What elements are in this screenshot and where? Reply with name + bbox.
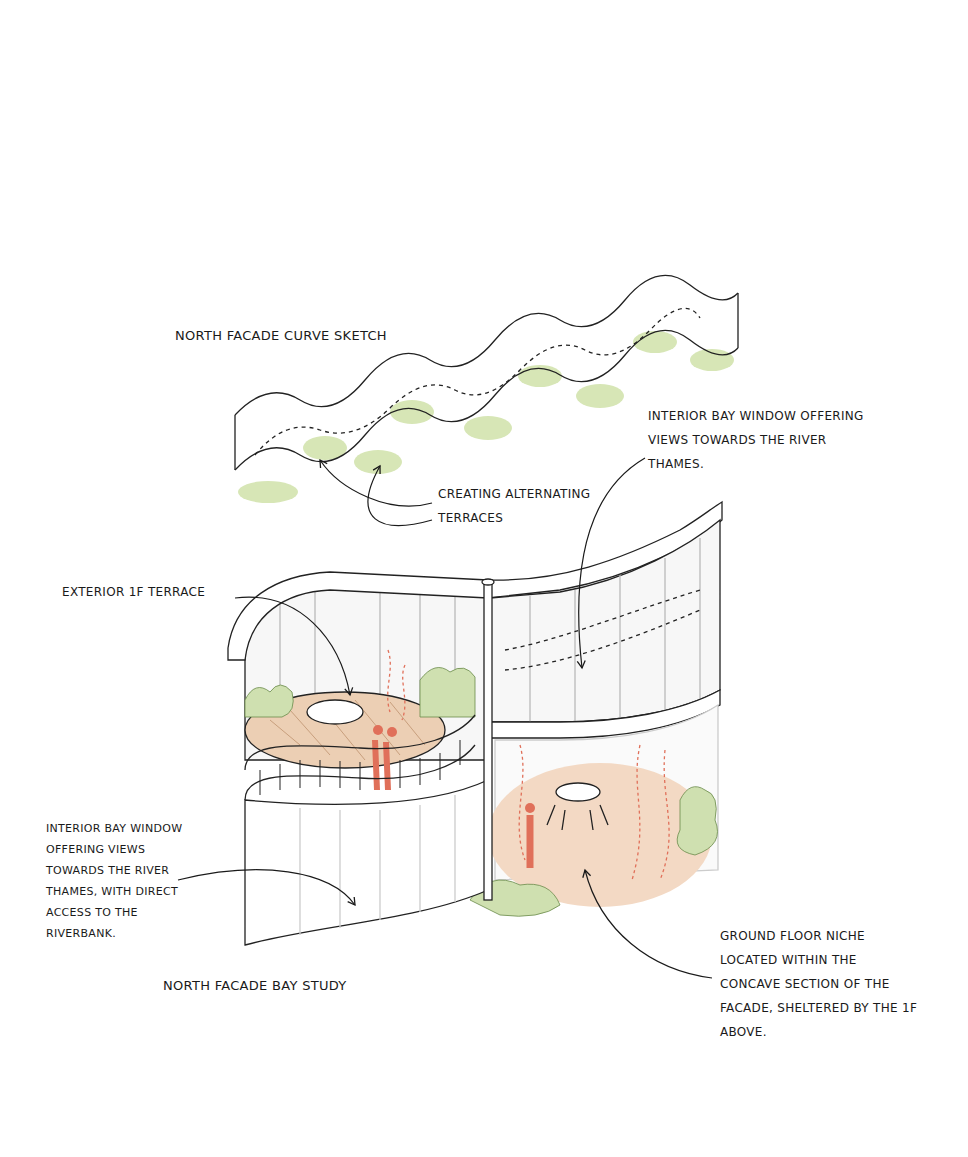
hatching — [270, 700, 425, 760]
annotation-label: INTERIOR BAY WINDOW OFFERING VIEWS TOWAR… — [46, 818, 184, 944]
leader-line — [235, 597, 350, 695]
dashed-line — [505, 590, 700, 670]
bay-study — [228, 502, 722, 945]
person — [525, 803, 535, 813]
leader-line — [320, 460, 432, 506]
column — [482, 579, 494, 585]
baluster — [260, 740, 460, 795]
leader-line — [178, 870, 355, 905]
leader-line — [368, 466, 432, 525]
annotation-label: CREATING ALTERNATING TERRACES — [438, 482, 623, 530]
movement-line — [519, 745, 669, 880]
bay-window — [245, 780, 488, 945]
person — [387, 727, 397, 737]
mullion — [300, 795, 455, 935]
bay-window — [490, 520, 720, 722]
movement-line — [388, 650, 405, 720]
table — [556, 783, 600, 801]
annotation-label: INTERIOR BAY WINDOW OFFERING VIEWS TOWAR… — [648, 404, 883, 476]
column — [484, 580, 492, 900]
annotation-label: EXTERIOR 1F TERRACE — [62, 580, 252, 604]
terrace-blob — [576, 384, 624, 408]
shrub — [420, 668, 475, 718]
leader-line — [585, 870, 712, 978]
person — [527, 815, 534, 868]
leaders — [178, 458, 712, 978]
annotation-label: NORTH FACADE BAY STUDY — [163, 974, 423, 998]
terrace-blob — [238, 481, 298, 503]
mullion — [530, 538, 700, 722]
terrace-blob — [390, 400, 434, 424]
shrub — [677, 787, 717, 855]
chair — [547, 805, 608, 830]
shrub — [245, 685, 293, 717]
person — [373, 725, 383, 735]
annotation-label: GROUND FLOOR NICHE LOCATED WITHIN THE CO… — [720, 924, 920, 1044]
table — [307, 700, 363, 724]
ribbon-edge — [235, 275, 738, 415]
ribbon-edge — [235, 330, 738, 470]
person — [375, 740, 388, 790]
terrace-blob — [464, 416, 512, 440]
terrace-blob — [633, 331, 677, 353]
annotation-label: NORTH FACADE CURVE SKETCH — [175, 324, 475, 348]
